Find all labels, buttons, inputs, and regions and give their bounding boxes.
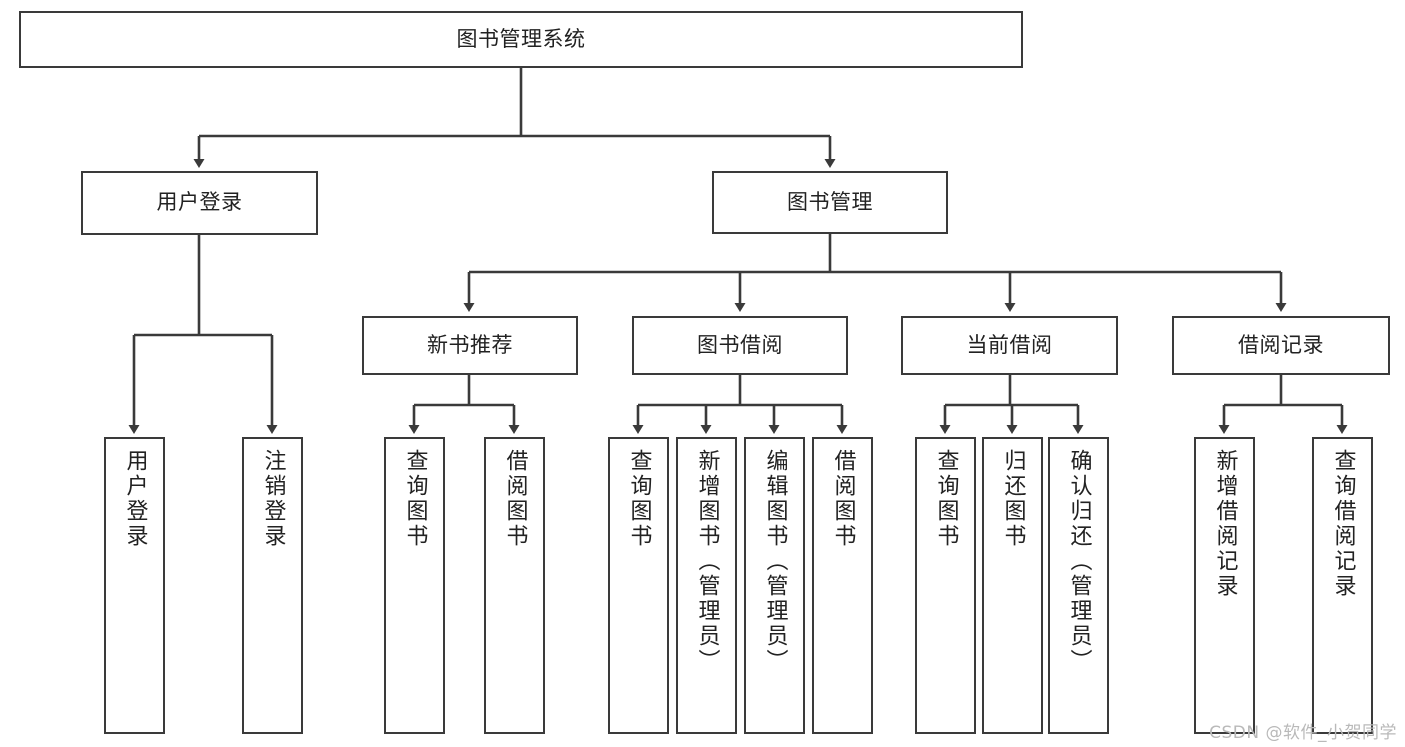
leaf-new-book-borrow-label: 借阅图书 [502, 449, 528, 549]
node-borrow-record-label: 借阅记录 [1238, 332, 1324, 357]
node-user-login[interactable]: 用户登录 [81, 171, 318, 235]
leaf-borrow-record-add[interactable]: 新增借阅记录 [1194, 437, 1255, 734]
leaf-book-borrow-add-label: 新增图书（管理员） [694, 449, 720, 674]
node-book-management[interactable]: 图书管理 [712, 171, 948, 234]
leaf-new-book-query-label: 查询图书 [402, 449, 428, 549]
leaf-book-borrow-query-label: 查询图书 [626, 449, 652, 549]
leaf-book-borrow-borrow-label: 借阅图书 [830, 449, 856, 549]
leaf-current-borrow-confirm-return[interactable]: 确认归还（管理员） [1048, 437, 1109, 734]
leaf-user-login-login-label: 用户登录 [122, 449, 148, 549]
leaf-user-login-login[interactable]: 用户登录 [104, 437, 165, 734]
node-root-system[interactable]: 图书管理系统 [19, 11, 1023, 68]
leaf-user-login-logout-label: 注销登录 [260, 449, 286, 549]
node-current-borrow[interactable]: 当前借阅 [901, 316, 1118, 375]
leaf-current-borrow-query[interactable]: 查询图书 [915, 437, 976, 734]
leaf-book-borrow-query[interactable]: 查询图书 [608, 437, 669, 734]
leaf-borrow-record-query-label: 查询借阅记录 [1330, 449, 1356, 599]
leaf-user-login-logout[interactable]: 注销登录 [242, 437, 303, 734]
leaf-borrow-record-add-label: 新增借阅记录 [1212, 449, 1238, 599]
node-borrow-record[interactable]: 借阅记录 [1172, 316, 1390, 375]
node-new-book-recommend[interactable]: 新书推荐 [362, 316, 578, 375]
leaf-book-borrow-add[interactable]: 新增图书（管理员） [676, 437, 737, 734]
leaf-book-borrow-edit[interactable]: 编辑图书（管理员） [744, 437, 805, 734]
leaf-current-borrow-confirm-return-label: 确认归还（管理员） [1066, 449, 1092, 674]
leaf-current-borrow-return[interactable]: 归还图书 [982, 437, 1043, 734]
leaf-new-book-query[interactable]: 查询图书 [384, 437, 445, 734]
node-user-login-label: 用户登录 [156, 190, 243, 215]
node-book-management-label: 图书管理 [787, 189, 873, 214]
leaf-current-borrow-return-label: 归还图书 [1000, 449, 1026, 549]
watermark-text: CSDN @软件_小贺同学 [1209, 723, 1397, 743]
node-new-book-recommend-label: 新书推荐 [427, 332, 513, 357]
node-current-borrow-label: 当前借阅 [966, 332, 1053, 357]
leaf-book-borrow-edit-label: 编辑图书（管理员） [762, 449, 788, 674]
leaf-book-borrow-borrow[interactable]: 借阅图书 [812, 437, 873, 734]
leaf-new-book-borrow[interactable]: 借阅图书 [484, 437, 545, 734]
node-book-borrow-label: 图书借阅 [697, 332, 783, 357]
node-root-system-label: 图书管理系统 [456, 26, 586, 51]
node-book-borrow[interactable]: 图书借阅 [632, 316, 848, 375]
leaf-borrow-record-query[interactable]: 查询借阅记录 [1312, 437, 1373, 734]
leaf-current-borrow-query-label: 查询图书 [933, 449, 959, 549]
